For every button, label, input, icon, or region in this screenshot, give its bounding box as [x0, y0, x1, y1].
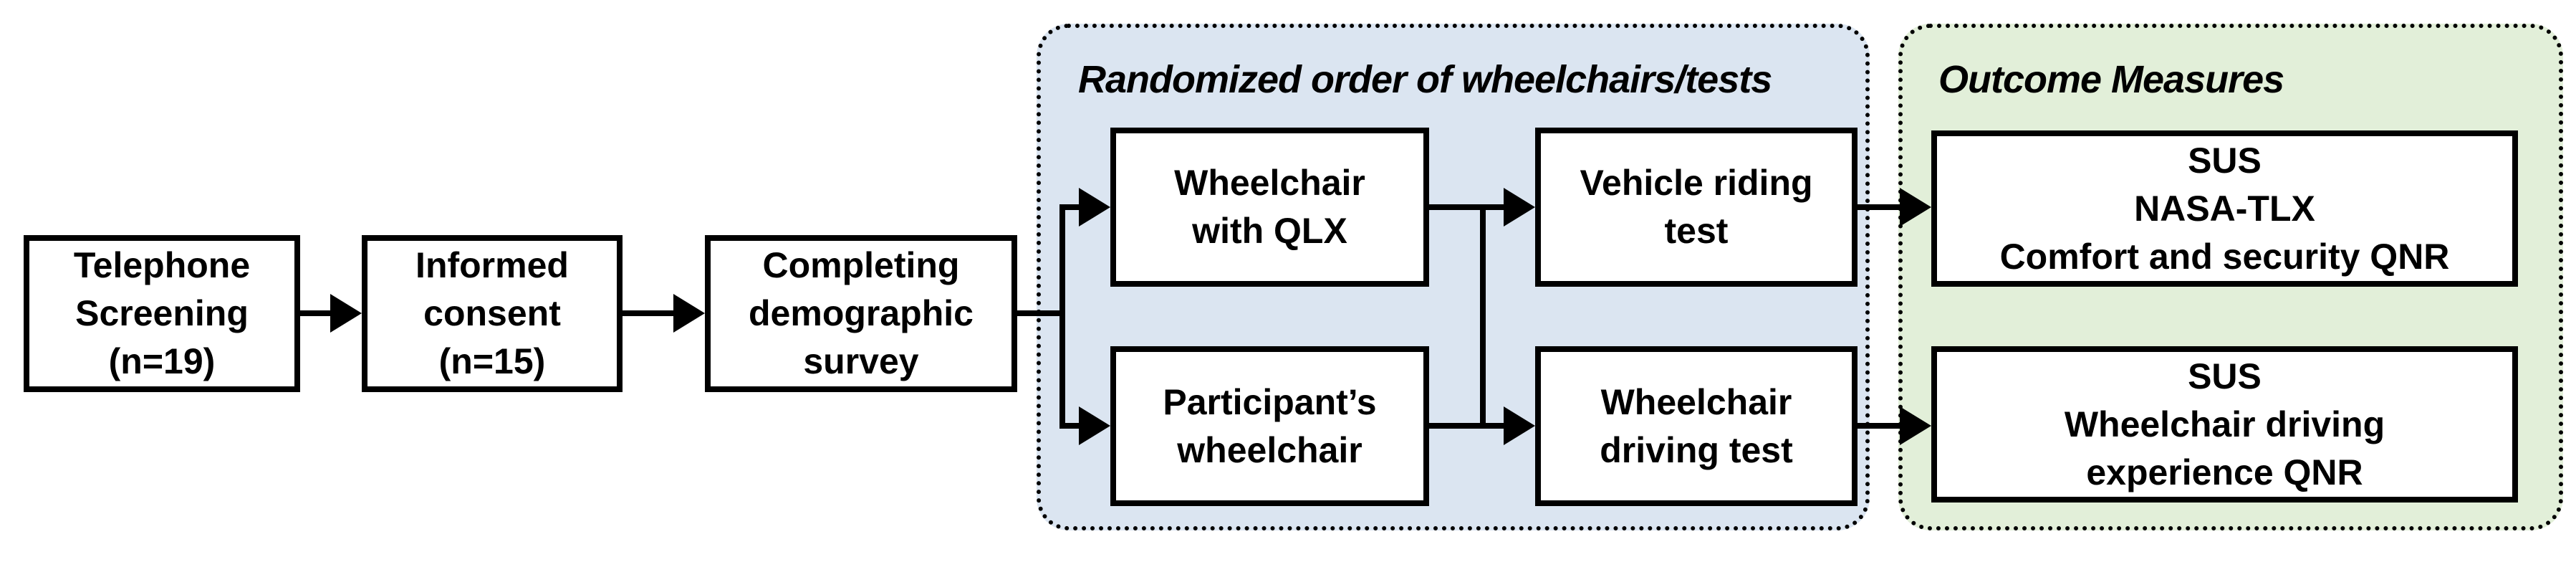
connector-driving-test-to-outcomes: [1857, 423, 1903, 429]
node-wheelchair-with-qlx: Wheelchair with QLX: [1110, 128, 1429, 287]
node-riding-outcome-measures: SUS NASA-TLX Comfort and security QNR: [1931, 130, 2518, 287]
connector-riding-test-to-outcomes: [1857, 204, 1903, 210]
randomization-cross-line: [1480, 204, 1486, 429]
node-demographic-survey: Completing demographic survey: [705, 235, 1017, 392]
fork-vertical-line: [1059, 204, 1065, 429]
outcomes-panel-title: Outcome Measures: [1938, 58, 2284, 101]
arrowhead-consent-to-survey: [673, 294, 705, 333]
node-informed-consent: Informed consent (n=15): [362, 235, 623, 392]
node-participants-wheelchair: Participant’s wheelchair: [1110, 346, 1429, 506]
node-wheelchair-driving-test: Wheelchair driving test: [1535, 346, 1857, 506]
connector-screening-to-consent: [300, 310, 333, 316]
arrowhead-screening-to-consent: [330, 294, 362, 333]
arrowhead-qlx-to-riding-test: [1504, 188, 1535, 227]
connector-participants-to-driving-test: [1429, 423, 1506, 429]
arrowhead-participants-to-driving-test: [1504, 406, 1535, 445]
arrowhead-fork-to-participants: [1079, 406, 1110, 445]
arrowhead-fork-to-qlx: [1079, 188, 1110, 227]
connector-qlx-to-riding-test: [1429, 204, 1506, 210]
connector-consent-to-survey: [623, 310, 676, 316]
arrowhead-riding-test-to-outcomes: [1900, 188, 1931, 227]
node-vehicle-riding-test: Vehicle riding test: [1535, 128, 1857, 287]
node-telephone-screening: Telephone Screening (n=19): [24, 235, 300, 392]
randomized-panel-title: Randomized order of wheelchairs/tests: [1078, 58, 1772, 101]
connector-survey-to-fork: [1017, 310, 1065, 316]
node-driving-outcome-measures: SUS Wheelchair driving experience QNR: [1931, 346, 2518, 503]
connector-fork-to-qlx: [1062, 204, 1082, 210]
connector-fork-to-participants: [1062, 423, 1082, 429]
arrowhead-driving-test-to-outcomes: [1900, 406, 1931, 445]
